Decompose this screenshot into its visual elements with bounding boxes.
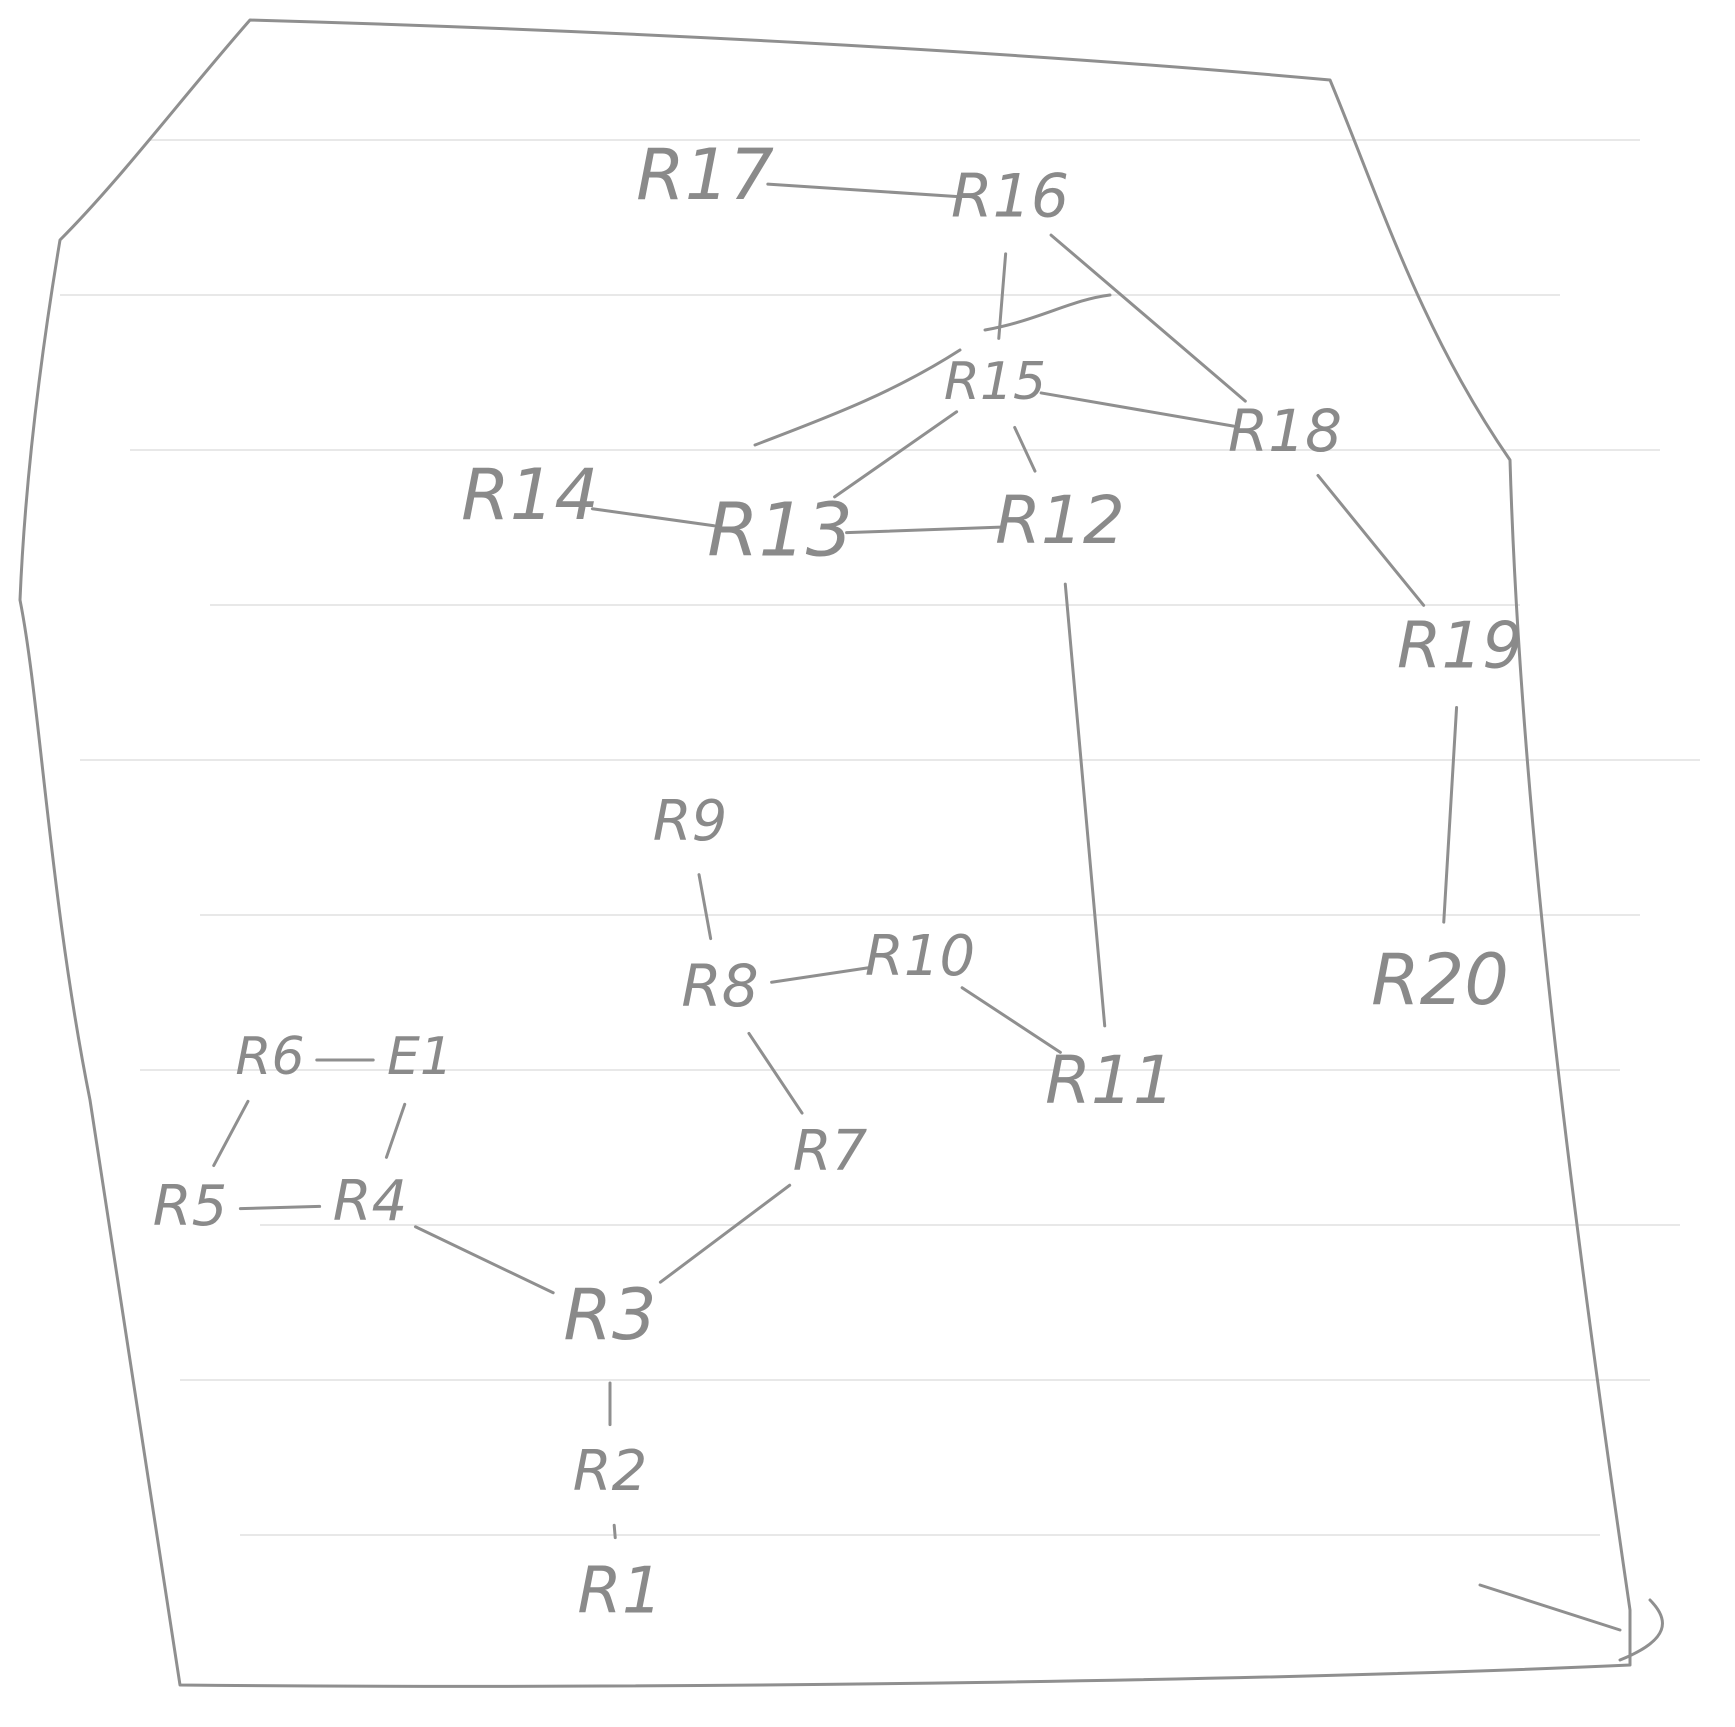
node-r13: R13 <box>707 488 853 574</box>
edge-r8-r10 <box>770 965 872 984</box>
node-r18: R18 <box>1228 397 1342 465</box>
edge-r7-r8 <box>747 1031 804 1115</box>
node-r15: R15 <box>944 352 1046 412</box>
node-r1: R1 <box>577 1555 662 1629</box>
edge-r13-r15 <box>833 410 959 499</box>
edge-r19-r20 <box>1442 705 1459 924</box>
node-r19: R19 <box>1397 610 1523 684</box>
edge-r4-r5 <box>238 1204 322 1211</box>
edge-layer <box>212 182 1459 1540</box>
edge-r16-r18 <box>1049 233 1247 403</box>
node-r6: R6 <box>235 1027 304 1087</box>
edge-r15-r16 <box>997 252 1008 340</box>
edge-r3-r7 <box>658 1183 792 1284</box>
edge-r15-r18 <box>1039 391 1236 428</box>
edge-r5-r6 <box>212 1099 250 1168</box>
sketch-curve-r14-r15 <box>753 348 962 447</box>
node-r10: R10 <box>865 924 975 989</box>
edge-r3-r4 <box>413 1225 555 1295</box>
sketch-border <box>18 18 1632 1688</box>
edge-r13-r14 <box>590 507 716 528</box>
edge-r11-r12 <box>1063 582 1107 1028</box>
node-r2: R2 <box>573 1439 648 1504</box>
edge-r16-r17 <box>766 182 958 198</box>
node-r16: R16 <box>951 162 1069 232</box>
node-r20: R20 <box>1371 939 1509 1021</box>
edge-r1-r2 <box>612 1523 617 1540</box>
edge-r10-r11 <box>960 986 1062 1054</box>
edge-r4-e1 <box>384 1102 407 1159</box>
sketch-arrow-stroke <box>1478 1583 1622 1632</box>
node-r9: R9 <box>653 789 728 854</box>
node-layer: R1R2R3R4R5R6R7R8R9R10R11R12R13R14R15R16R… <box>153 134 1523 1629</box>
ruled-lines <box>60 139 1700 1536</box>
edge-r12-r15 <box>1013 425 1037 473</box>
node-r7: R7 <box>793 1119 868 1184</box>
sketch-arrowhead <box>1618 1598 1664 1662</box>
edge-r18-r19 <box>1316 473 1426 607</box>
node-r11: R11 <box>1045 1042 1175 1119</box>
node-r12: R12 <box>995 482 1125 559</box>
node-r8: R8 <box>681 952 758 1020</box>
edge-r12-r13 <box>845 525 1003 535</box>
node-r14: R14 <box>461 454 599 536</box>
node-r3: R3 <box>563 1274 656 1356</box>
node-r4: R4 <box>333 1169 408 1234</box>
sketch-curve-r15-r16 <box>983 293 1112 332</box>
edge-r8-r9 <box>697 873 713 941</box>
node-r5: R5 <box>153 1174 228 1239</box>
node-e1: E1 <box>387 1027 453 1087</box>
node-r17: R17 <box>636 134 774 216</box>
